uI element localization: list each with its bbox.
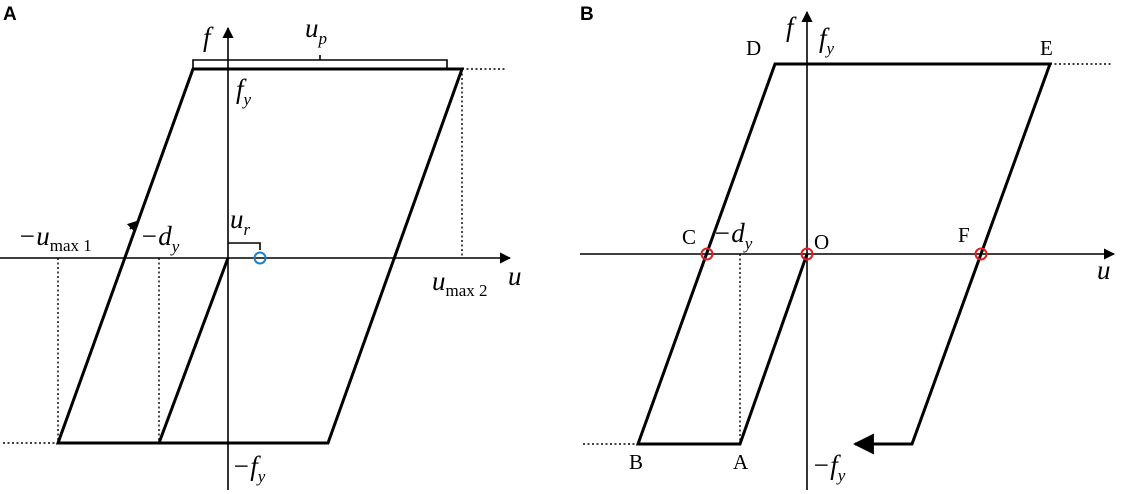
panel-b-point-o: O bbox=[814, 230, 829, 254]
panel-b-neg-fy-label: −fy bbox=[812, 450, 846, 485]
panel-a-neg-umax1-label: −umax 1 bbox=[18, 221, 92, 255]
panel-a-up-label: up bbox=[305, 13, 327, 48]
panel-b-marker-o bbox=[800, 247, 814, 261]
panel-b-neg-dy-label: −dy bbox=[713, 218, 753, 253]
panel-a-ur-label: ur bbox=[230, 204, 251, 239]
panel-b-point-d: D bbox=[746, 36, 761, 60]
panel-a-ur-bracket bbox=[228, 242, 261, 250]
panel-b-u-label: u bbox=[1097, 255, 1111, 285]
panel-b: B f u fy −fy −dy A B C D E F O bbox=[580, 4, 1116, 490]
panel-b-label: B bbox=[580, 4, 594, 25]
panel-a-residual-marker bbox=[253, 251, 267, 265]
panel-a-loading-arrow bbox=[126, 220, 139, 233]
panel-b-point-a: A bbox=[733, 450, 749, 474]
panel-a: A f u fy −fy up ur −umax 1 umax 2 −dy bbox=[0, 4, 522, 490]
panel-a-label: A bbox=[3, 4, 17, 25]
panel-b-f-label: f bbox=[786, 12, 797, 42]
panel-a-u-label: u bbox=[508, 261, 522, 291]
panel-b-point-e: E bbox=[1040, 36, 1053, 60]
panel-b-point-f: F bbox=[958, 223, 970, 247]
panel-b-fy-label: fy bbox=[819, 23, 835, 58]
panel-a-neg-fy-label: −fy bbox=[232, 451, 266, 486]
panel-b-marker-c bbox=[700, 247, 714, 261]
panel-a-f-label: f bbox=[203, 22, 214, 52]
panel-a-hysteresis-loop bbox=[55, 67, 465, 445]
panel-a-up-bracket bbox=[192, 55, 448, 70]
panel-a-fy-label: fy bbox=[236, 74, 252, 109]
panel-b-point-c: C bbox=[682, 225, 696, 249]
panel-a-initial-branch bbox=[157, 257, 230, 444]
panel-b-point-b: B bbox=[629, 450, 643, 474]
panel-b-marker-f bbox=[974, 247, 988, 261]
panel-a-neg-dy-label: −dy bbox=[140, 221, 180, 256]
panel-a-umax2-label: umax 2 bbox=[432, 266, 488, 300]
